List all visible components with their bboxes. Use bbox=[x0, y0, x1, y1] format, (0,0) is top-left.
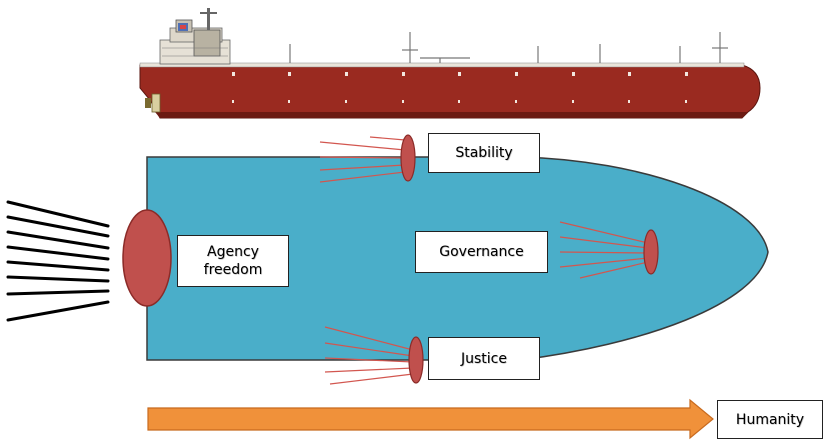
tanker-deck bbox=[139, 62, 745, 68]
agency-freedom-label: Agency freedom bbox=[177, 235, 289, 287]
humanity-arrow bbox=[147, 398, 714, 440]
stability-label: Stability bbox=[428, 133, 540, 173]
justice-rays bbox=[324, 326, 414, 385]
tanker-masts bbox=[289, 32, 728, 63]
justice-ellipse bbox=[408, 336, 424, 384]
humanity-label: Humanity bbox=[717, 400, 823, 439]
governance-ellipse bbox=[643, 229, 659, 275]
justice-label: Justice bbox=[428, 337, 540, 380]
agency-ellipse bbox=[122, 209, 172, 307]
stability-rays bbox=[319, 136, 406, 183]
tanker-rudder bbox=[151, 93, 161, 113]
stability-ellipse bbox=[400, 134, 416, 182]
tanker-illustration bbox=[139, 8, 761, 119]
governance-rays bbox=[559, 221, 649, 279]
wake-lines-icon bbox=[6, 200, 110, 322]
tanker-hull-marks bbox=[232, 72, 688, 103]
tanker-boot-stripe bbox=[155, 112, 748, 118]
governance-label: Governance bbox=[415, 231, 548, 273]
tanker-bridge bbox=[159, 8, 231, 65]
